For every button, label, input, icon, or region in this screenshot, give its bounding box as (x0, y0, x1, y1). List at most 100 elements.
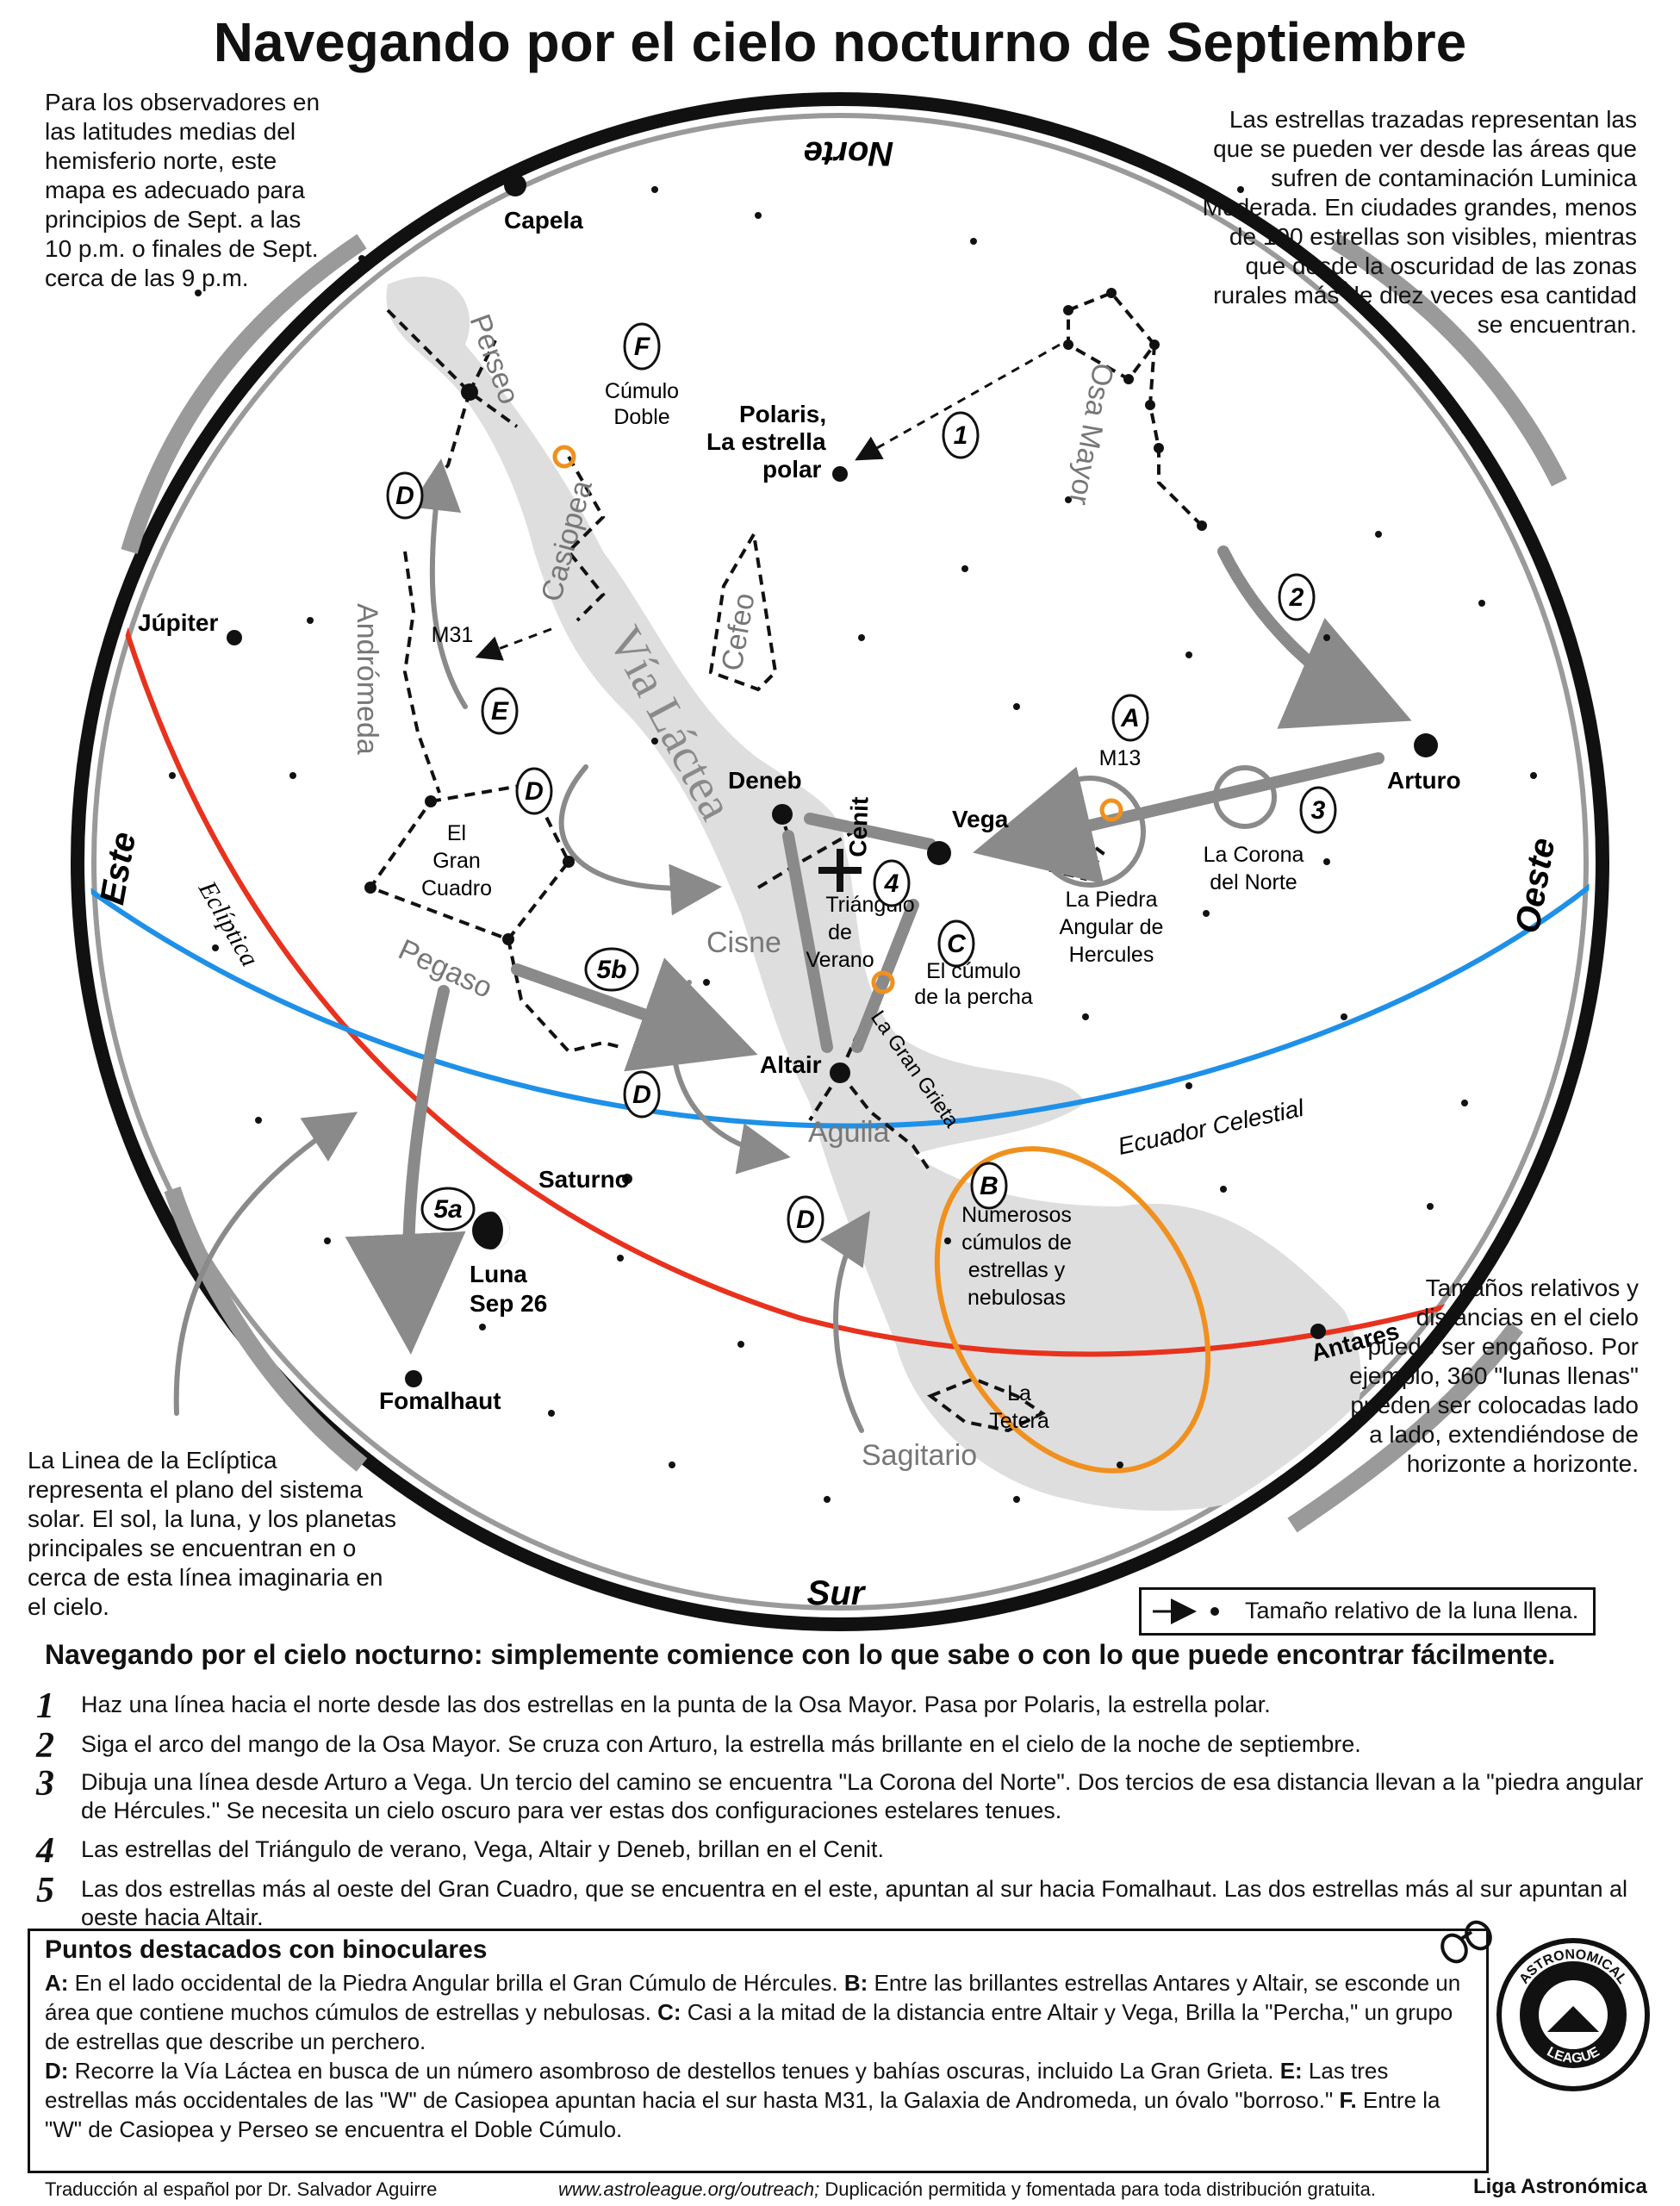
step-text: Dibuja una línea desde Arturo a Vega. Un… (81, 1769, 1644, 1823)
step-text: Siga el arco del mango de la Osa Mayor. … (81, 1731, 1361, 1757)
binocular-highlights-title: Puntos destacados con binoculares (45, 1935, 488, 1964)
step-number: 3 (36, 1764, 54, 1804)
celestial-equator-line (90, 859, 1590, 1129)
double-cluster-label-2: Doble (613, 405, 669, 429)
m31-label: M31 (432, 623, 474, 647)
altair-label: Altair (760, 1051, 822, 1078)
marker-4: 4 (884, 869, 899, 898)
east-label: Este (93, 829, 143, 907)
vega-label: Vega (952, 806, 1009, 832)
step-number: 4 (36, 1831, 54, 1871)
summer-triangle-label-2: de (828, 920, 852, 944)
note-top-right: Las estrellas trazadas representan las q… (1202, 106, 1637, 338)
sagittarius-label: Sagitario (862, 1439, 977, 1472)
legend-moon-size: Tamaño relativo de la luna llena. (1245, 1598, 1579, 1623)
marker-f: F (634, 333, 650, 361)
step-text: Las estrellas del Triángulo de verano, V… (81, 1836, 885, 1862)
footer-org: Liga Astronómica (1473, 2175, 1647, 2198)
coathanger-label-2: de la percha (914, 985, 1033, 1009)
note-bottom-right: Tamaños relativos y distancias en el cie… (1349, 1274, 1639, 1477)
step-number: 2 (36, 1726, 54, 1766)
note-top-left: Para los observadores en las latitudes m… (45, 89, 320, 291)
double-cluster-marker (552, 445, 576, 469)
polaris-label-2: La estrella (706, 428, 826, 455)
fomalhaut-label: Fomalhaut (379, 1387, 501, 1414)
marker-d-4: D (796, 1206, 815, 1234)
binocular-highlights-box (28, 1929, 1489, 2173)
horizon-circle (71, 92, 1609, 1631)
note-bottom-left: La Linea de la Eclíptica representa el p… (28, 1447, 397, 1620)
cygnus-label: Cisne (706, 926, 781, 959)
marker-d-3: D (632, 1081, 651, 1109)
keystone-label-2: Angular de (1060, 915, 1164, 939)
m13-marker (1099, 798, 1123, 822)
footer-permission: www.astroleague.org/outreach; Duplicació… (558, 2178, 1376, 2200)
clusters-label-3: estrellas y (968, 1258, 1066, 1282)
corona-label-2: del Norte (1210, 870, 1297, 894)
deneb-label: Deneb (728, 767, 802, 794)
footer-url[interactable]: www.astroleague.org/outreach; (558, 2178, 820, 2200)
marker-3: 3 (1311, 796, 1326, 825)
key-b: B: (843, 1970, 868, 1996)
guide-arrows (345, 545, 1412, 1355)
double-cluster-label-1: Cúmulo (605, 379, 679, 403)
marker-d-2: D (525, 777, 544, 806)
clusters-label-2: cúmulos de (961, 1231, 1072, 1255)
north-label: Norte (804, 134, 893, 172)
marker-c: C (947, 930, 967, 958)
m13-circle (1034, 776, 1146, 888)
legend-box (1139, 1587, 1596, 1636)
marker-2: 2 (1289, 583, 1304, 612)
ecliptic-label: Eclíptica (192, 876, 264, 971)
coathanger-marker (871, 970, 895, 994)
aquila-label: Aguila (808, 1116, 890, 1149)
saturn-label: Saturno (538, 1166, 630, 1193)
astronomical-league-seal: ASTRONOMICAL LEAGUE (1496, 1938, 1650, 2091)
south-label: Sur (807, 1574, 867, 1612)
key-e: E: (1279, 2058, 1303, 2084)
great-square-label-2: Gran (432, 849, 481, 873)
step-number: 1 (36, 1686, 54, 1726)
polaris-label-3: polar (762, 456, 822, 483)
marker-b: B (980, 1172, 999, 1200)
corona-label-1: La Corona (1204, 843, 1304, 867)
capella-label: Capela (504, 207, 583, 234)
horizon-inner-ring (91, 113, 1589, 1611)
summer-triangle-label-3: Verano (806, 948, 874, 972)
coathanger-label-1: El cúmulo (926, 959, 1021, 983)
jupiter-label: Júpiter (138, 609, 218, 636)
teapot-label-2: Tetera (989, 1409, 1049, 1433)
west-label: Oeste (1509, 835, 1563, 936)
ursa-major-label: Osa Mayor (1062, 361, 1119, 508)
binocular-highlights-text: A: En el lado occidental de la Piedra An… (45, 1970, 1461, 2142)
milky-way-band (386, 276, 1362, 1511)
polaris-label-1: Polaris, (739, 401, 826, 427)
step-text: Las dos estrellas más al oeste del Gran … (81, 1876, 1628, 1930)
marker-1: 1 (954, 421, 968, 450)
key-d: D: (45, 2058, 69, 2084)
step-text: Haz una línea hacia el norte desde las d… (81, 1692, 1271, 1717)
clusters-ellipse (934, 1146, 1211, 1474)
marker-a: A (1120, 704, 1140, 732)
navigation-title: Navegando por el cielo nocturno: simplem… (45, 1639, 1556, 1670)
marker-e: E (491, 697, 509, 726)
keystone-label-1: La Piedra (1065, 888, 1157, 912)
teapot-label-1: La (1007, 1381, 1031, 1405)
keystone-label-3: Hercules (1069, 943, 1154, 967)
binoculars-icon (1440, 1920, 1492, 1964)
marker-5b: 5b (596, 956, 626, 984)
star-map: Norte Sur Este Oeste Eclíptica Ecuador C… (71, 92, 1609, 1631)
moon-label-2: Sep 26 (470, 1290, 547, 1317)
great-square-label-1: El (447, 821, 466, 845)
key-c: C: (657, 1999, 681, 2025)
page-title: Navegando por el cielo nocturno de Septi… (213, 11, 1467, 73)
andromeda-label: Andrómeda (351, 603, 383, 755)
m13-label: M13 (1099, 746, 1142, 770)
clusters-label-4: nebulosas (968, 1286, 1066, 1310)
footer-translation: Traducción al español por Dr. Salvador A… (45, 2178, 438, 2200)
step-number: 5 (36, 1871, 54, 1910)
key-f: F. (1339, 2087, 1357, 2113)
clusters-label-1: Numerosos (961, 1203, 1072, 1227)
moon-label-1: Luna (470, 1261, 527, 1287)
key-a: A: (45, 1970, 69, 1996)
